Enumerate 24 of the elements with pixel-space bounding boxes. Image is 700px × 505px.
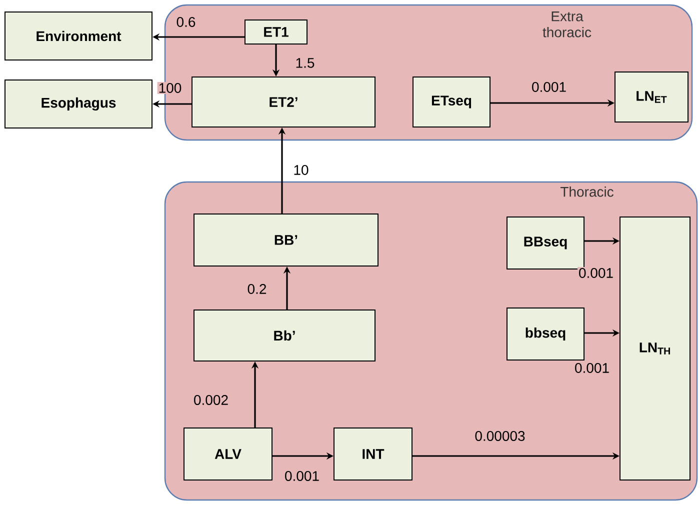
compartment-box: LN$_{ET}$ <box>614 72 689 122</box>
compartment-box: ALV <box>184 428 272 480</box>
compartment-box: ET1 <box>244 20 308 44</box>
compartment-box: Environment <box>4 12 152 60</box>
compartment-box: bbseq <box>506 308 584 360</box>
edge-label: 0.001 <box>574 362 611 374</box>
edge-label: 0.001 <box>530 81 568 93</box>
edge-label: 10 <box>292 164 310 176</box>
edge-label: 0.001 <box>578 267 615 279</box>
compartment-box: BB’ <box>194 214 378 266</box>
compartment-box: Bb’ <box>194 310 376 362</box>
edge-label: 0.6 <box>175 16 197 28</box>
compartment-box: BBseq <box>506 216 584 270</box>
edge-label: 0.001 <box>283 470 321 482</box>
compartment-box: ET2’ <box>192 76 376 128</box>
edge-label: 0.002 <box>192 394 230 406</box>
compartment-box: Esophagus <box>4 80 152 128</box>
edge-label: 1.5 <box>294 57 316 69</box>
compartment-box: INT <box>334 428 412 480</box>
compartment-box: LN$_{TH}$ <box>620 216 690 480</box>
edge-label: 0.2 <box>246 283 268 295</box>
edge-label: 0.00003 <box>474 430 526 442</box>
compartment-box: ETseq <box>412 76 490 128</box>
edge-label: 100 <box>157 82 183 94</box>
